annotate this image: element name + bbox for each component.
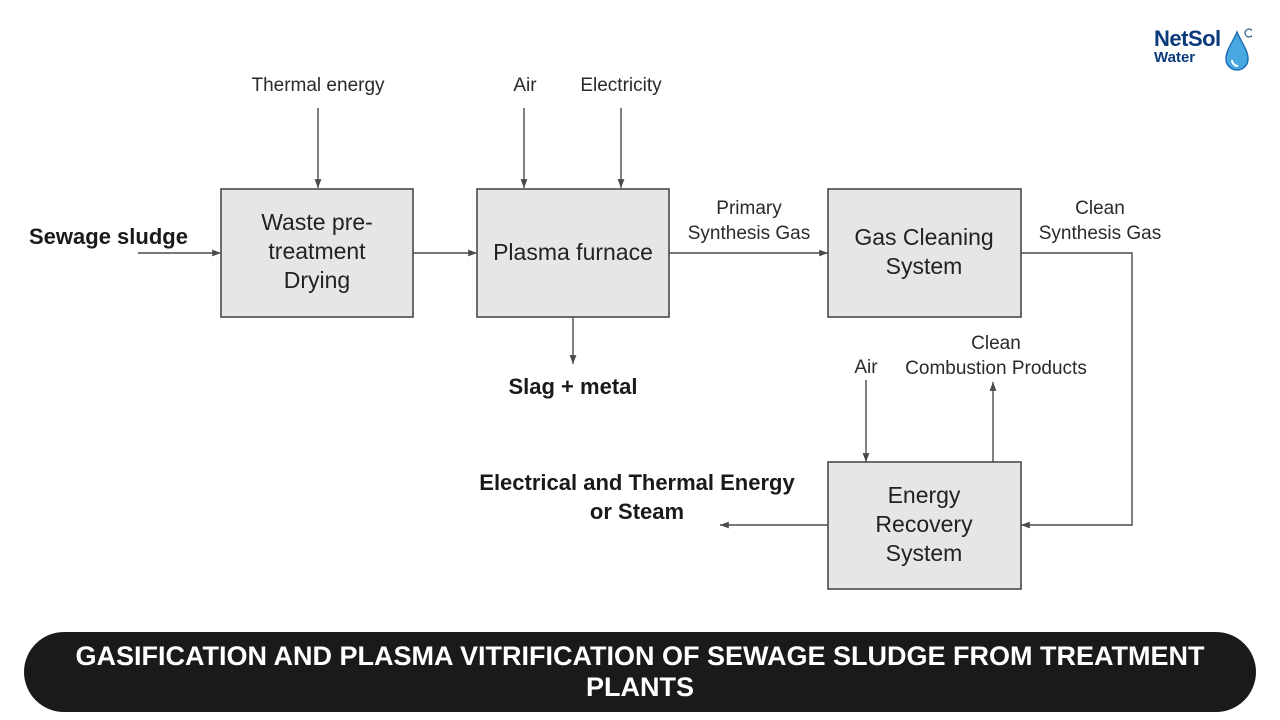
clean-combustion-label-line1: Clean [971,333,1021,354]
plasma-furnace-label: Plasma furnace [493,239,653,265]
gas-cleaning-label-line2: System [886,253,963,279]
water-drop-icon [1225,28,1252,71]
title-banner: GASIFICATION AND PLASMA VITRIFICATION OF… [24,632,1256,712]
energy-recovery-label-line3: System [886,540,963,566]
pretreatment-box: Waste pre- treatment Drying [220,188,414,318]
energy-output-label-line2: or Steam [590,499,684,524]
air-furnace-label: Air [513,75,537,96]
clean-gas-label-line2: Synthesis Gas [1039,223,1162,244]
gas-cleaning-label-line1: Gas Cleaning [854,224,993,250]
energy-output-label-line1: Electrical and Thermal Energy [479,470,795,495]
logo-text-water: Water [1154,49,1196,66]
clean-gas-label-line1: Clean [1075,198,1125,219]
banner-title: GASIFICATION AND PLASMA VITRIFICATION OF… [75,641,1205,702]
gas-cleaning-box: Gas Cleaning System [827,188,1022,318]
sewage-sludge-label: Sewage sludge [29,224,188,249]
pretreatment-label-line3: Drying [284,267,350,293]
air-recovery-label: Air [854,357,878,378]
logo-text-netsol: NetSol [1154,26,1221,51]
slag-metal-label: Slag + metal [508,374,637,399]
clean-gas-return-line [1020,252,1133,529]
primary-gas-label-line2: Synthesis Gas [688,223,811,244]
energy-recovery-label-line1: Energy [888,482,961,508]
clean-combustion-label-line2: Combustion Products [905,358,1087,379]
energy-recovery-label-line2: Recovery [875,511,973,537]
electricity-label: Electricity [580,75,662,96]
netsol-water-logo: NetSol Water [1148,22,1258,74]
pretreatment-label-line2: treatment [268,238,366,264]
energy-recovery-box: Energy Recovery System [827,461,1022,590]
thermal-energy-label: Thermal energy [251,75,385,96]
process-flow-diagram: Waste pre- treatment Drying Plasma furna… [29,75,1162,590]
plasma-furnace-box: Plasma furnace [476,188,670,318]
pretreatment-label-line1: Waste pre- [261,209,373,235]
primary-gas-label-line1: Primary [716,198,782,219]
